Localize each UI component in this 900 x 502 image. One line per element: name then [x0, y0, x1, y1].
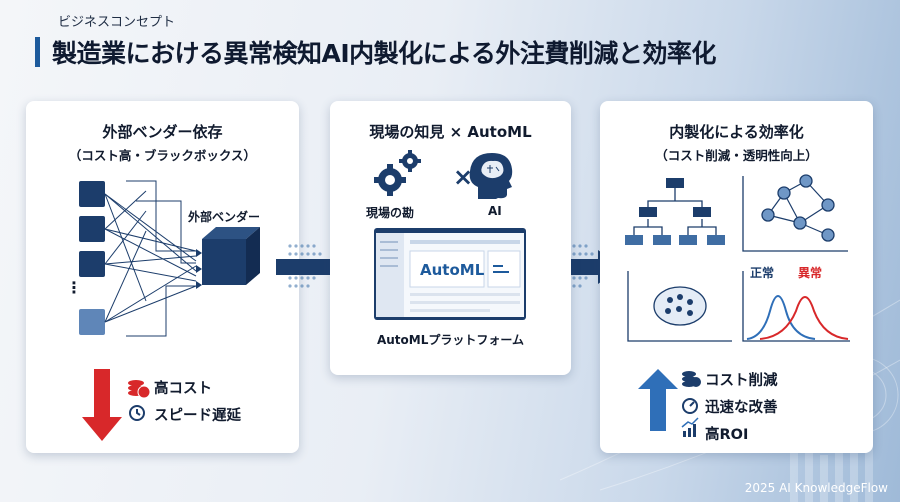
automl-platform-screen — [374, 228, 526, 320]
more-nodes-dots: ⋮ — [66, 278, 82, 297]
anomaly-label: 異常 — [798, 266, 823, 280]
benefit-quick-improvement: 迅速な改善 — [705, 400, 778, 416]
panel-title: 外部ベンダー依存 — [102, 123, 223, 141]
panel-title: 現場の知見 × AutoML — [369, 123, 532, 141]
center-illustration — [374, 150, 526, 320]
panel-subtitle: （コスト削減・透明性向上） — [655, 148, 818, 163]
page-title: 製造業における異常検知AI内製化による外注費削減と効率化 — [52, 39, 716, 68]
panel-external-vendor: 外部ベンダー依存 （コスト高・ブラックボックス） — [26, 101, 299, 453]
issue-high-cost: 高コスト — [154, 381, 212, 397]
normal-label: 正常 — [750, 266, 775, 280]
platform-label: AutoMLプラットフォーム — [376, 333, 525, 347]
benefit-cost-reduction: コスト削減 — [705, 373, 778, 389]
money-stack-icon — [128, 380, 151, 399]
speedometer-icon — [682, 398, 698, 414]
black-box-cube-side — [246, 227, 260, 285]
issue-speed-delay: スピード遅延 — [154, 408, 241, 424]
input-node — [79, 181, 105, 207]
gears-icon — [374, 150, 421, 196]
black-box-cube-front — [202, 239, 246, 285]
ai-brain-head-icon — [469, 153, 513, 199]
ai-label: AI — [488, 204, 502, 218]
gear-label: 現場の勘 — [366, 206, 415, 220]
input-node — [79, 309, 105, 335]
panel-subtitle: （コスト高・ブラックボックス） — [68, 148, 257, 163]
times-symbol: × — [453, 163, 474, 191]
coins-icon — [682, 371, 701, 387]
clock-back-icon — [129, 405, 145, 421]
network-graph-icon — [742, 174, 848, 252]
panel-knowledge-automl: 現場の知見 × AutoML × 現場の勘 AI — [330, 101, 571, 375]
normal-anomaly-curves-icon — [742, 271, 850, 342]
input-node — [79, 216, 105, 242]
input-node — [79, 251, 105, 277]
black-box-cube-top — [202, 227, 260, 239]
vendor-network-diagram — [79, 180, 260, 441]
eyebrow-label: ビジネスコンセプト — [58, 15, 176, 30]
cost-up-arrow-shaft — [94, 369, 110, 419]
growth-chart-icon — [681, 417, 699, 437]
benefit-high-roi: 高ROI — [705, 427, 749, 443]
footer-credit: 2025 AI KnowledgeFlow — [744, 481, 888, 495]
cluster-plot-icon — [627, 271, 732, 342]
panel-in-house-efficiency: 内製化による効率化 （コスト削減・透明性向上） — [600, 101, 873, 453]
panel-title: 内製化による効率化 — [669, 123, 804, 141]
title-accent-bar — [35, 37, 40, 67]
blue-up-arrow-icon — [638, 369, 678, 431]
red-down-arrow-icon — [82, 417, 122, 441]
decision-tree-icon — [633, 185, 717, 235]
screen-logo: AutoML — [420, 261, 485, 279]
vendor-box-label: 外部ベンダー — [188, 210, 261, 224]
right-illustrations — [625, 174, 850, 437]
